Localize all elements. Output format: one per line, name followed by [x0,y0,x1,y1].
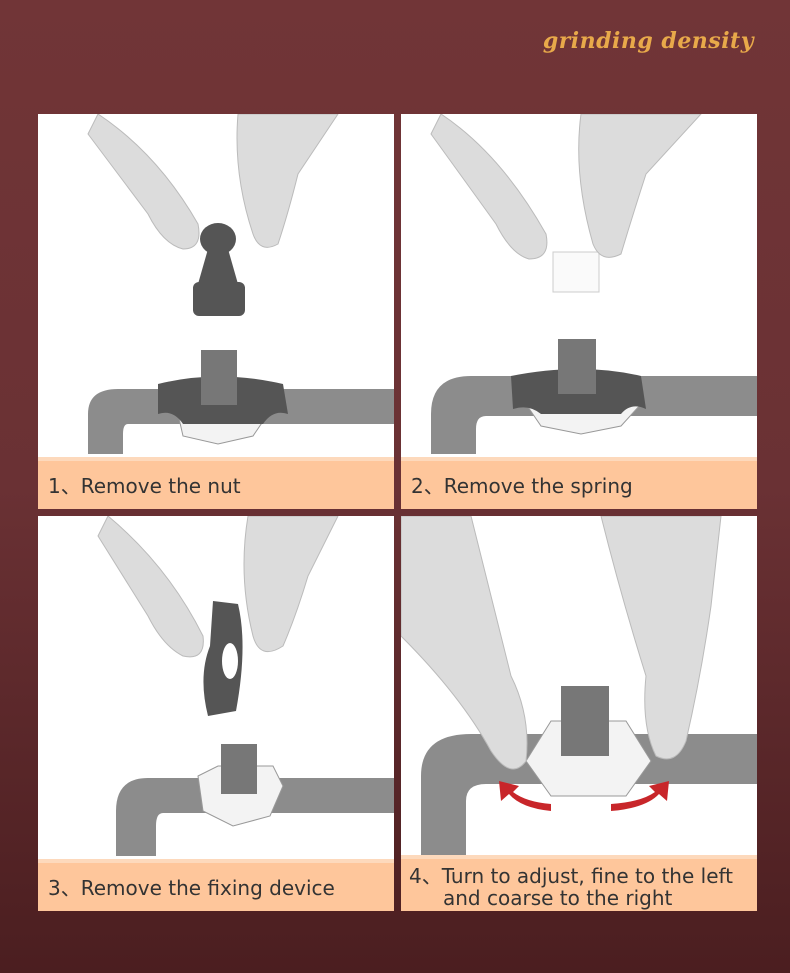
step-3-panel: 3、Remove the fixing device [38,516,394,911]
brand-title: grinding density [542,28,754,54]
right-arrow-icon [611,781,669,811]
step-1-panel: 1、Remove the nut [38,114,394,509]
step-3-caption: 3、Remove the fixing device [38,859,394,911]
turn-to-adjust-illustration [401,516,757,856]
step-4-caption: 4、Turn to adjust, fine to the left and c… [401,855,757,911]
step-2-caption: 2、Remove the spring [401,457,757,509]
remove-fixing-device-illustration [97,516,394,856]
step-4-panel: 4、Turn to adjust, fine to the left and c… [401,516,757,911]
step-4-caption-line1: 4、Turn to adjust, fine to the left [409,864,734,888]
remove-nut-illustration [87,114,394,454]
step-1-caption: 1、Remove the nut [38,457,394,509]
remove-spring-illustration [430,114,757,454]
step-4-caption-line2: and coarse to the right [443,886,673,910]
left-arrow-icon [499,781,551,811]
step-2-panel: 2、Remove the spring [401,114,757,509]
